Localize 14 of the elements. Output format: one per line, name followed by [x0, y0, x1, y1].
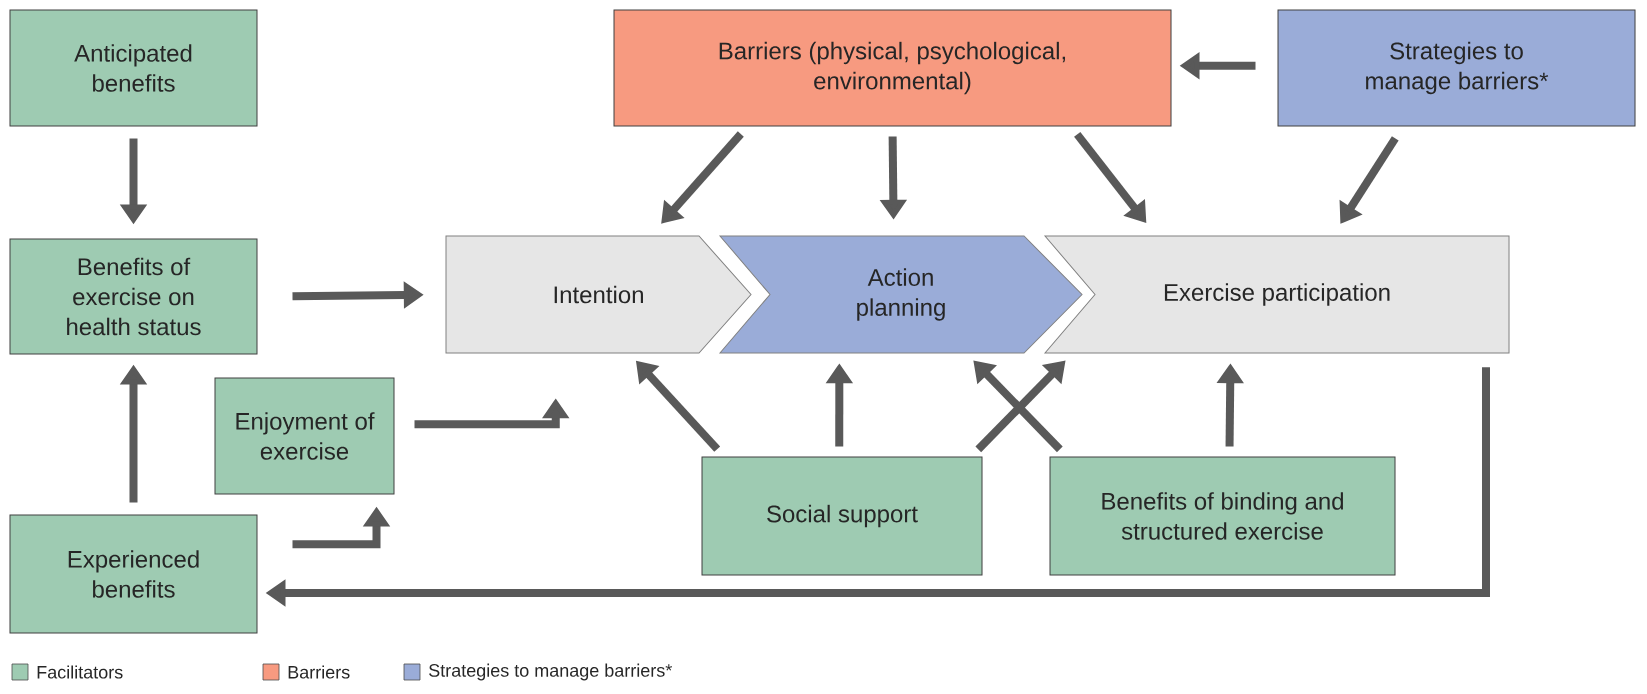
- process-box: Social support: [701, 456, 983, 576]
- process-box: Enjoyment of exercise: [214, 377, 395, 495]
- legend-label: Facilitators: [37, 665, 123, 679]
- chevron-box: Intention: [445, 235, 752, 354]
- process-box: Strategies to manage barriers*: [1277, 9, 1636, 127]
- legend-label: Barriers: [288, 665, 350, 679]
- chevron-box: Action planning: [719, 235, 1083, 354]
- process-box: Anticipated benefits: [9, 9, 258, 127]
- process-box: Benefits of binding and structured exercise: [1049, 456, 1396, 576]
- process-box: Barriers (physical, psychological, environmental): [613, 9, 1172, 127]
- legend-label: Strategies to manage barriers*: [429, 663, 672, 681]
- process-box: Experienced benefits: [9, 514, 258, 634]
- process-box: Benefits of exercise on health status: [9, 238, 258, 355]
- chevron-box: Exercise participation: [1044, 235, 1510, 354]
